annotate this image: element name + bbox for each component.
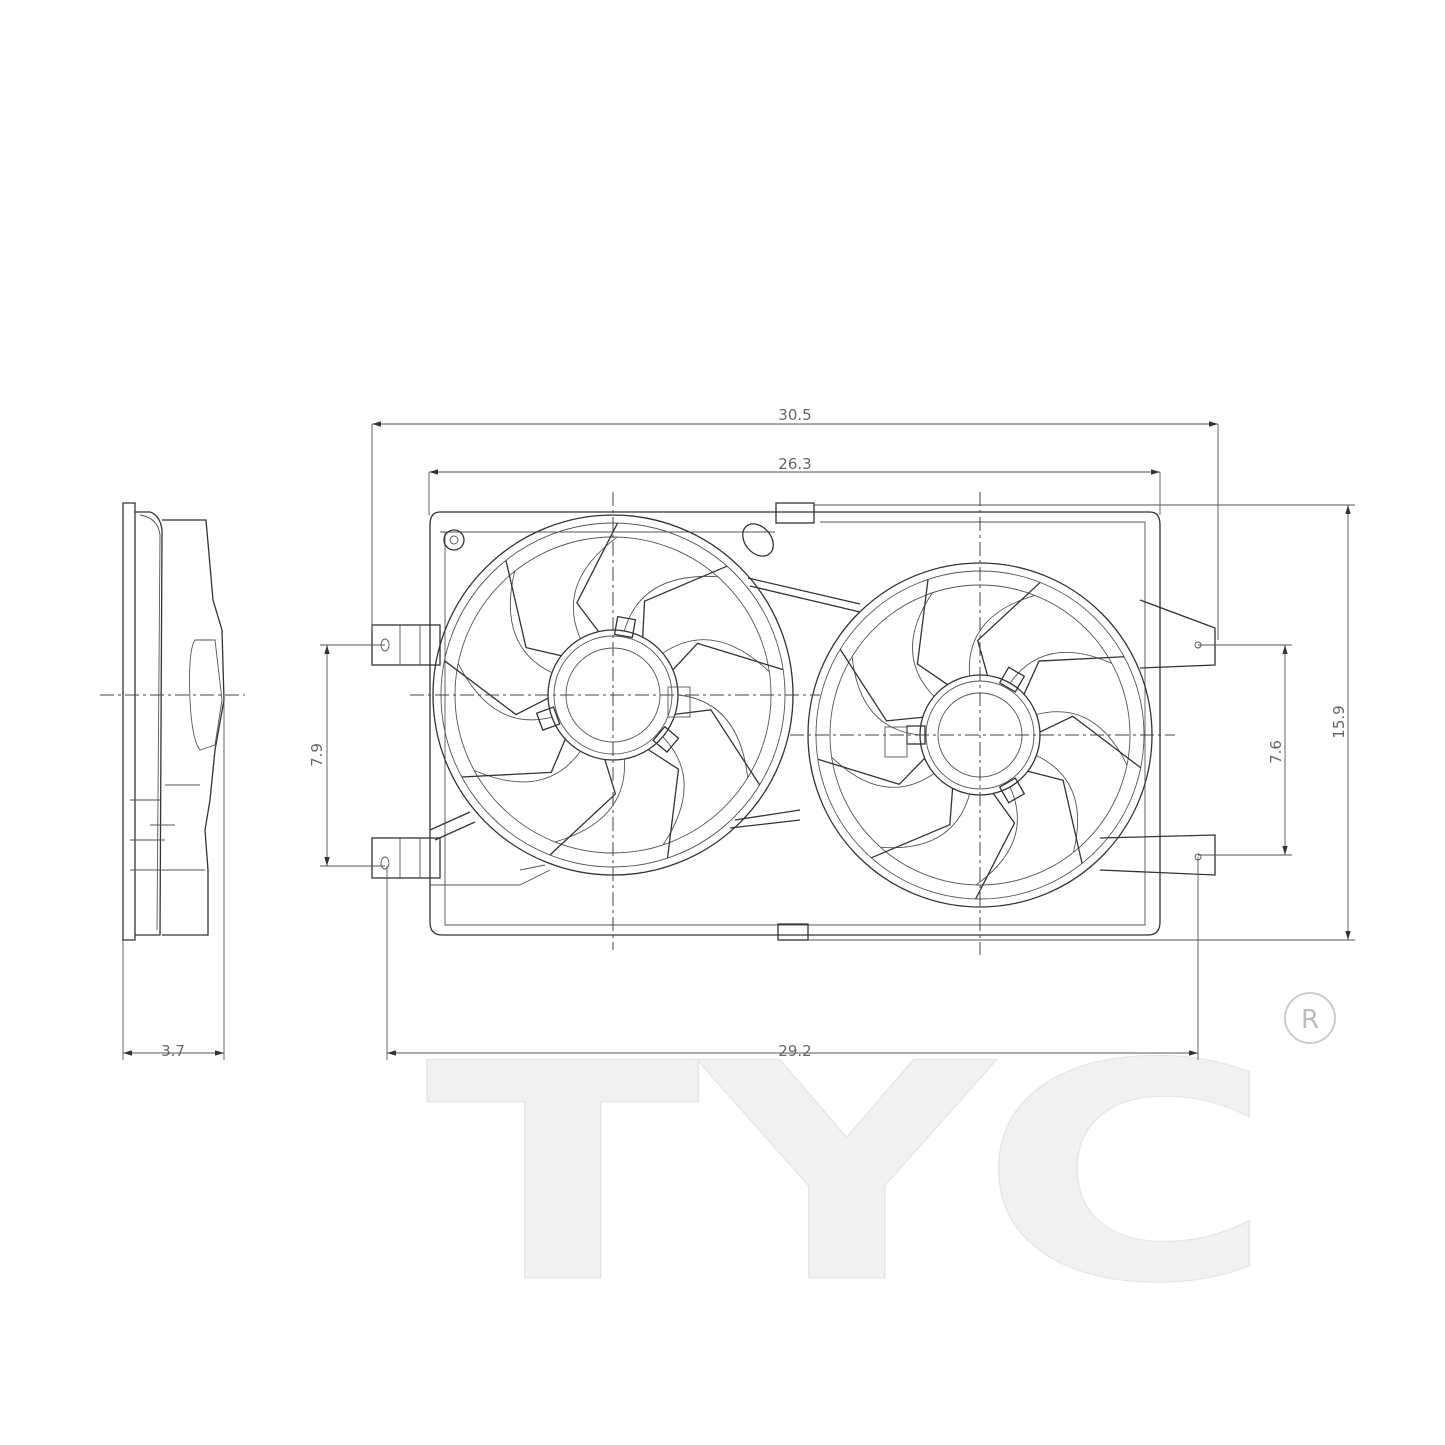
tyc-logo: TYC R [425,992,1336,1350]
fan-spoke [576,522,619,633]
fan-spoke [976,581,1041,676]
fan-blade [457,663,553,721]
motor-mount-tab [535,706,561,731]
fan-blade [473,751,581,783]
fan-blade [1036,755,1079,853]
fan-blade [662,736,685,846]
dim-overall-height: 15.9 [1330,705,1348,738]
fan-spoke [672,642,784,671]
fan-spoke [839,648,923,722]
motor-mount-tab [998,777,1026,804]
fan-blade [968,595,1036,676]
dim-left-mount-spacing: 7.9 [308,743,326,767]
fan-spoke [871,788,954,859]
fan-blade [1009,652,1113,684]
dim-overall-width: 30.5 [778,406,811,424]
motor-connector [884,726,908,758]
fan-blade [912,592,935,697]
side-view [100,502,245,941]
fan-spoke [444,660,549,716]
motor-mount-tab [613,615,637,639]
fan-blade [677,694,749,778]
fan-blade [851,656,921,736]
fan-spoke [1039,715,1142,769]
dim-depth: 3.7 [161,1042,185,1060]
motor-mount-tab [652,725,680,753]
fan-spoke [642,565,728,638]
fan-spoke [461,738,566,778]
fan-spoke [675,709,761,786]
fan-spoke [916,579,948,686]
motor-mount-tab [998,666,1026,693]
registered-mark-icon [1284,992,1336,1044]
fan-blade [572,536,618,639]
registered-letter: R [1301,1005,1319,1035]
fan-spoke [505,560,562,657]
fan-spoke [1027,770,1083,864]
shroud-frame [371,502,1216,941]
logo-text: TYC [425,1000,1275,1349]
fan-blade [554,758,625,843]
fan-spoke [817,757,926,786]
fan-spoke [975,793,1016,900]
dim-frame-width: 26.3 [778,455,811,473]
dim-mount-span: 29.2 [778,1042,811,1060]
fan-blade [831,756,935,788]
fan-spoke [549,759,617,856]
fan-blade [509,571,553,674]
fan-blade [662,639,770,673]
fan-blade [623,575,718,632]
fan-spoke [1023,656,1125,695]
fan-spoke [647,749,680,859]
dim-right-mount-spacing: 7.6 [1267,740,1285,764]
motor-connector [667,686,691,718]
fan-blade [880,793,971,849]
fan-blade [1036,711,1128,766]
